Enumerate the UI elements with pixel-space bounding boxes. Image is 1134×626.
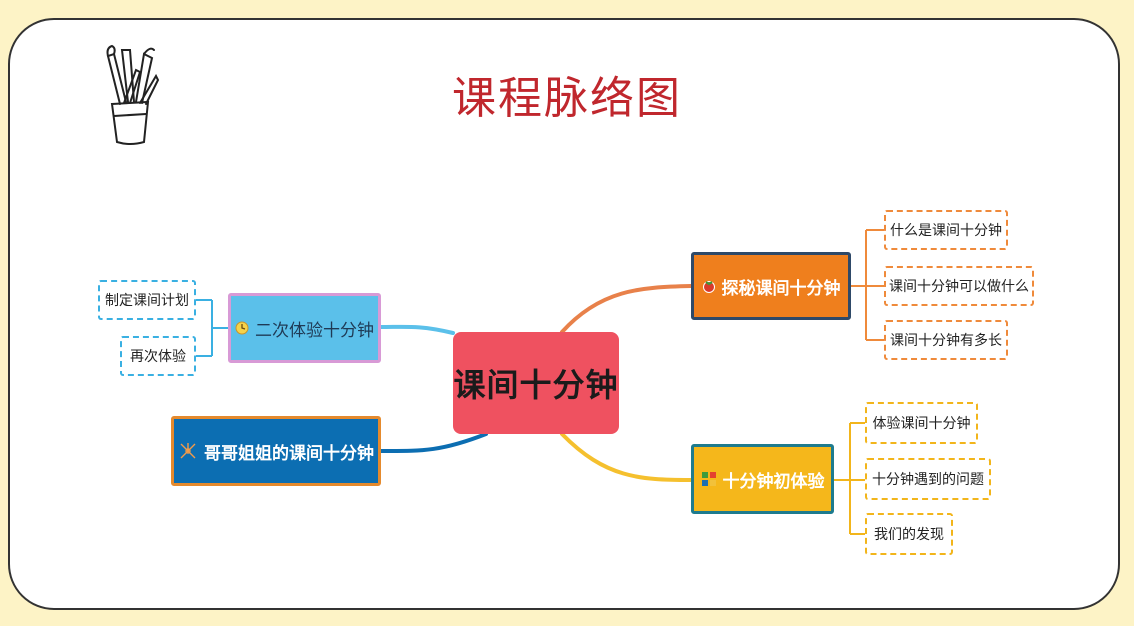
leaf-first-3[interactable]: 我们的发现 <box>865 513 953 555</box>
link-first <box>560 432 693 482</box>
leaf-second-2[interactable]: 再次体验 <box>120 336 196 376</box>
leaf-explore-2[interactable]: 课间十分钟可以做什么 <box>884 266 1034 306</box>
clock-icon <box>235 321 249 335</box>
branch-explore-label: 探秘课间十分钟 <box>721 278 841 299</box>
branch-elder[interactable]: 哥哥姐姐的课间十分钟 <box>171 416 381 486</box>
branch-explore[interactable]: 探秘课间十分钟 <box>691 252 851 320</box>
branch-first[interactable]: 十分钟初体验 <box>691 444 834 514</box>
link-second <box>379 324 455 335</box>
leaf-link-explore <box>851 229 884 341</box>
branch-second-label: 二次体验十分钟 <box>255 320 374 341</box>
link-explore <box>560 284 693 334</box>
branch-elder-label: 哥哥姐姐的课间十分钟 <box>204 443 374 464</box>
branch-second[interactable]: 二次体验十分钟 <box>228 293 381 363</box>
leaf-first-2[interactable]: 十分钟遇到的问题 <box>865 458 991 500</box>
page-title: 课程脉络图 <box>452 73 682 124</box>
leaf-explore-3[interactable]: 课间十分钟有多长 <box>884 320 1008 360</box>
central-topic[interactable]: 课间十分钟 <box>453 332 619 434</box>
leaf-link-second <box>196 299 228 357</box>
leaf-explore-1[interactable]: 什么是课间十分钟 <box>884 210 1008 250</box>
link-elder <box>379 432 488 454</box>
branch-first-label: 十分钟初体验 <box>722 471 825 492</box>
tomato-icon <box>702 281 715 293</box>
network-icon <box>180 443 196 459</box>
leaf-first-1[interactable]: 体验课间十分钟 <box>865 402 978 444</box>
leaf-link-first <box>834 422 865 535</box>
pencil-cup-icon <box>106 44 160 145</box>
leaf-second-1[interactable]: 制定课间计划 <box>98 280 196 320</box>
puzzle-icon <box>701 472 716 486</box>
